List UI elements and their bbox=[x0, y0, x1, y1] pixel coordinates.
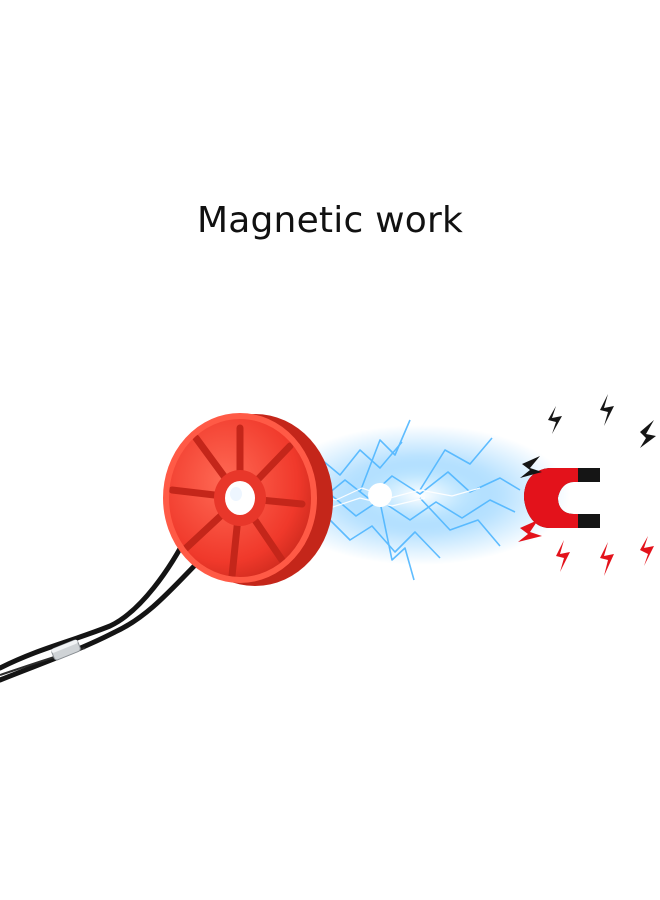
lightning-bolt-icon bbox=[518, 394, 656, 576]
lanyard-cord bbox=[0, 527, 208, 683]
product-illustration bbox=[0, 380, 660, 700]
headline: Magnetic work bbox=[196, 200, 463, 241]
cord-crimp bbox=[51, 639, 81, 661]
magnetic-safety-key-icon bbox=[163, 413, 333, 586]
horseshoe-magnet-icon bbox=[524, 468, 600, 528]
